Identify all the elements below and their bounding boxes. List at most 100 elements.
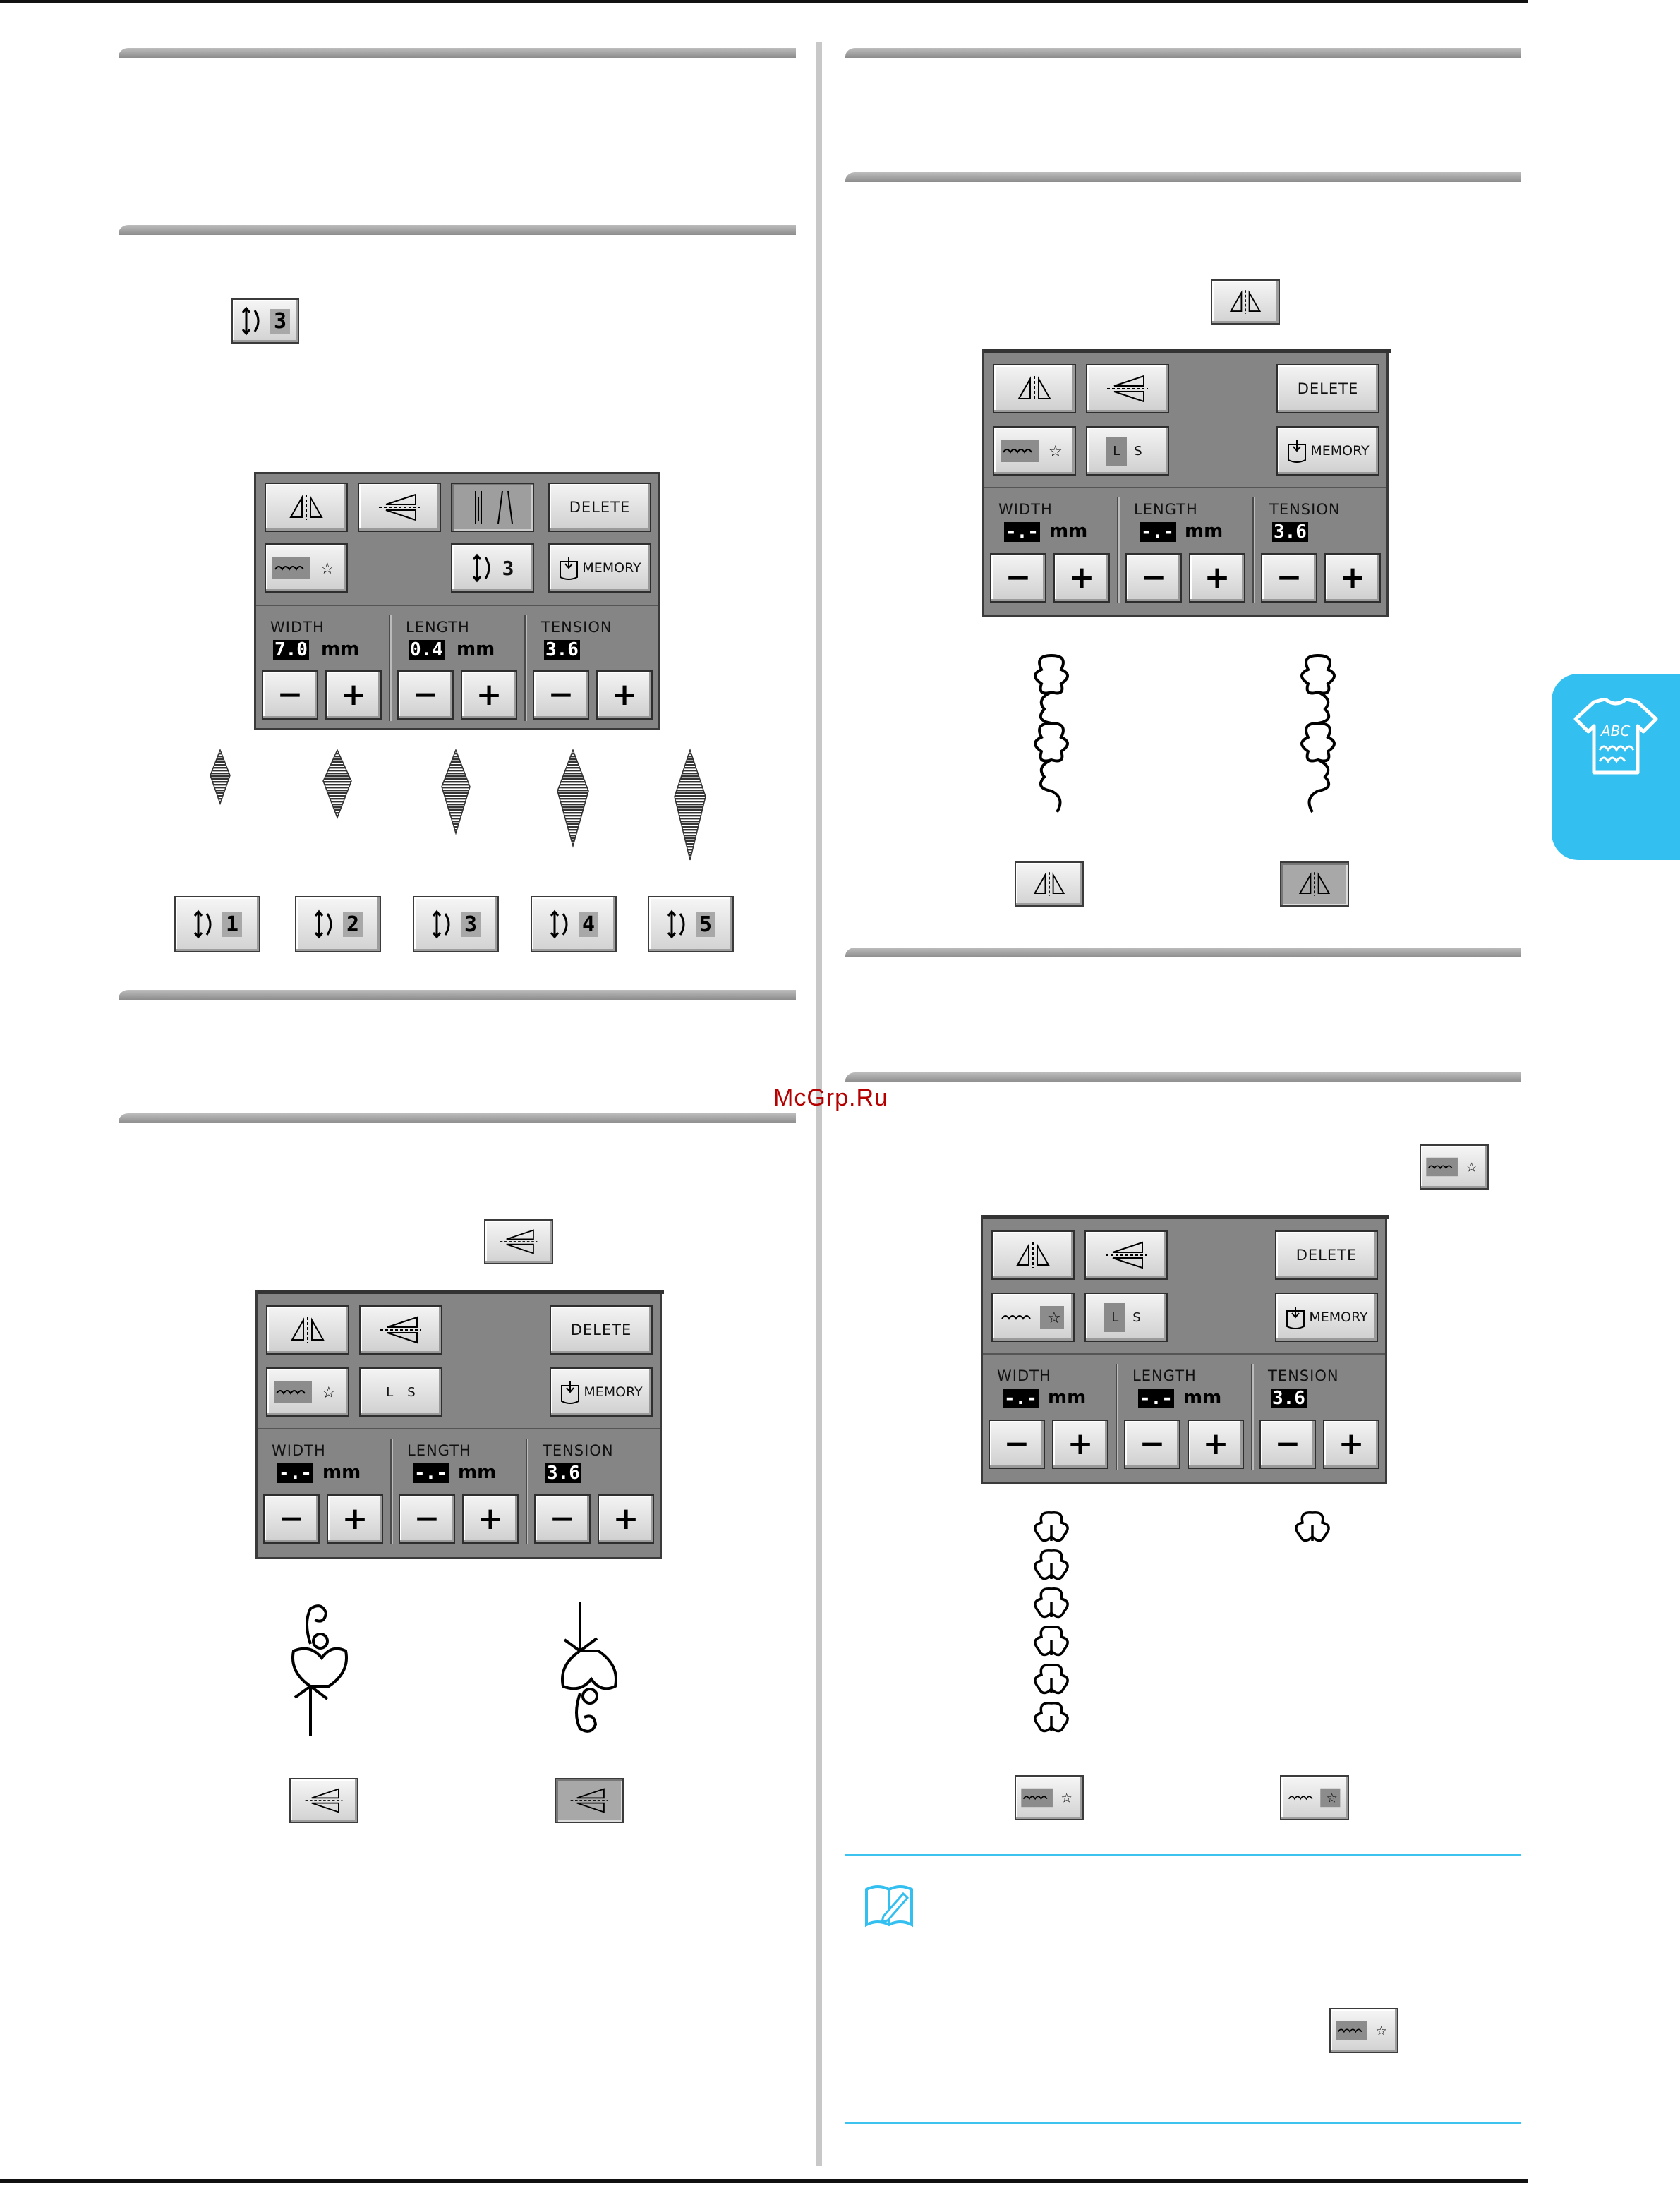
width-label: WIDTH <box>270 619 325 636</box>
mirror-left-right-button[interactable] <box>266 1305 349 1355</box>
memory-button[interactable]: MEMORY <box>548 543 651 593</box>
tension-plus-button[interactable]: + <box>596 670 653 720</box>
length-plus-button[interactable]: + <box>461 670 517 720</box>
length-value: -.- <box>413 1463 449 1484</box>
repeat-mode-button[interactable]: ☆ <box>1280 1775 1349 1820</box>
tension-plus-button[interactable]: + <box>1323 1420 1379 1469</box>
tension-value: 3.6 <box>544 639 580 660</box>
mirror-up-down-key[interactable] <box>484 1219 553 1264</box>
mirror-left-right-button[interactable] <box>993 364 1076 413</box>
mirror-vertical-icon <box>305 1788 343 1813</box>
mirror-up-down-button[interactable] <box>1084 1230 1168 1280</box>
diamond-sample-1 <box>210 748 231 806</box>
width-minus-button[interactable]: − <box>989 1420 1045 1469</box>
delete-button[interactable]: DELETE <box>1276 364 1379 413</box>
density-key-button[interactable]: 3 <box>231 298 299 344</box>
delete-button[interactable]: DELETE <box>550 1305 653 1355</box>
mirror-horizontal-icon <box>1033 872 1065 896</box>
diamond-sample-2 <box>322 749 352 820</box>
mirror-vertical-icon <box>1107 375 1148 403</box>
density-4-button[interactable]: 4 <box>531 896 617 952</box>
mirror-vertical-icon <box>379 493 420 521</box>
delete-button[interactable]: DELETE <box>548 483 651 532</box>
width-plus-button[interactable]: + <box>1052 1420 1108 1469</box>
length-minus-button[interactable]: − <box>1124 1420 1180 1469</box>
width-minus-button[interactable]: − <box>263 1494 320 1544</box>
width-plus-button[interactable]: + <box>1053 553 1110 603</box>
width-value: 7.0 <box>273 639 309 660</box>
mirror-horizontal-icon <box>291 1317 325 1343</box>
single-repeat-button[interactable]: ☆ <box>266 1367 349 1417</box>
single-repeat-icon: ☆ <box>1001 440 1063 462</box>
width-value: -.- <box>277 1463 313 1484</box>
length-minus-button[interactable]: − <box>1125 553 1182 603</box>
mirror-up-down-on-button[interactable] <box>555 1778 624 1823</box>
embroidery-shirt-icon: ABC <box>1573 698 1658 775</box>
single-repeat-button[interactable]: ☆ <box>993 426 1076 476</box>
width-plus-button[interactable]: + <box>325 670 382 720</box>
svg-text:☆: ☆ <box>1061 1791 1072 1806</box>
density-icon <box>432 909 450 939</box>
tension-minus-button[interactable]: − <box>534 1494 591 1544</box>
length-plus-button[interactable]: + <box>1188 1420 1244 1469</box>
width-plus-button[interactable]: + <box>327 1494 383 1544</box>
mirror-vertical-icon <box>1106 1241 1147 1269</box>
density-5-button[interactable]: 5 <box>648 896 734 952</box>
mirror-left-right-button[interactable] <box>265 483 348 532</box>
tension-plus-button[interactable]: + <box>598 1494 654 1544</box>
diamond-sample-5 <box>674 748 706 861</box>
mirror-up-down-button[interactable] <box>1086 364 1169 413</box>
density-2-button[interactable]: 2 <box>295 896 381 952</box>
mirror-up-down-button[interactable] <box>358 483 441 532</box>
watermark: McGrp.Ru <box>773 1084 888 1111</box>
density-button[interactable]: 3 <box>451 543 534 593</box>
svg-text:☆: ☆ <box>320 560 334 578</box>
single-repeat-key-note[interactable]: ☆ <box>1329 2008 1398 2053</box>
length-minus-button[interactable]: − <box>399 1494 455 1544</box>
memory-button[interactable]: MEMORY <box>550 1367 653 1417</box>
mirror-left-right-on-button[interactable] <box>1280 861 1349 907</box>
single-repeat-key[interactable]: ☆ <box>1420 1144 1489 1190</box>
mirror-left-right-button[interactable] <box>991 1230 1075 1280</box>
length-minus-button[interactable]: − <box>397 670 454 720</box>
tension-value: 3.6 <box>1271 1388 1307 1409</box>
length-plus-button[interactable]: + <box>1189 553 1245 603</box>
density-3-button[interactable]: 3 <box>413 896 499 952</box>
memory-button[interactable]: MEMORY <box>1276 426 1379 476</box>
svg-text:☆: ☆ <box>1327 1791 1338 1806</box>
mirror-left-right-key[interactable] <box>1211 279 1280 325</box>
single-mode-button[interactable]: ☆ <box>1015 1775 1084 1820</box>
tension-minus-button[interactable]: − <box>533 670 589 720</box>
width-value: -.- <box>1003 1388 1039 1409</box>
memory-button[interactable]: MEMORY <box>1275 1293 1378 1342</box>
width-minus-button[interactable]: − <box>262 670 318 720</box>
tension-minus-button[interactable]: − <box>1259 1420 1316 1469</box>
bottom-rule <box>0 2179 1528 2183</box>
length-plus-button[interactable]: + <box>462 1494 519 1544</box>
needle-mode-button[interactable] <box>451 483 534 532</box>
delete-button[interactable]: DELETE <box>1275 1230 1378 1280</box>
delete-label: DELETE <box>569 499 631 516</box>
tension-plus-button[interactable]: + <box>1324 553 1381 603</box>
tension-minus-button[interactable]: − <box>1261 553 1317 603</box>
density-icon <box>550 909 568 939</box>
single-repeat-icon: ☆ <box>1001 1306 1064 1329</box>
memory-pocket-icon <box>1288 440 1307 463</box>
mirror-up-down-button[interactable] <box>359 1305 442 1355</box>
width-minus-button[interactable]: − <box>990 553 1046 603</box>
density-1-button[interactable]: 1 <box>174 896 260 952</box>
single-repeat-button[interactable]: ☆ <box>265 543 348 593</box>
mirror-horizontal-icon <box>1017 376 1051 401</box>
mirror-up-down-off-button[interactable] <box>289 1778 358 1823</box>
note-memo-icon <box>865 1885 913 1928</box>
svg-text:☆: ☆ <box>1376 2024 1387 2039</box>
density-icon <box>193 909 212 939</box>
single-repeat-button[interactable]: ☆ <box>991 1293 1075 1342</box>
mirror-left-right-off-button[interactable] <box>1015 861 1084 907</box>
